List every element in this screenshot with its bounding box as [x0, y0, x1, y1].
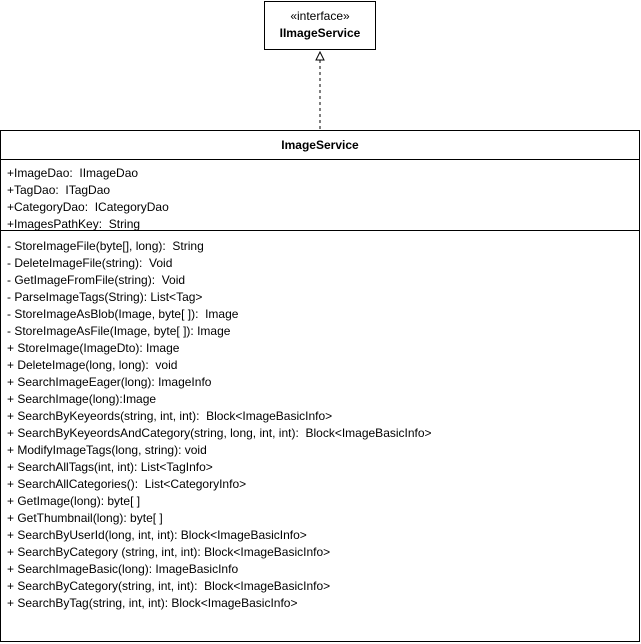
method-row: + SearchByCategory(string, int, int): Bl… — [7, 579, 331, 593]
interface-name: IImageService — [279, 26, 361, 40]
method-row: + GetThumbnail(long): byte[ ] — [7, 511, 163, 525]
method-row: - StoreImageAsBlob(Image, byte[ ]): Imag… — [7, 307, 239, 321]
method-row: + SearchImage(long):Image — [7, 392, 157, 406]
method-row: + SearchImageEager(long): ImageInfo — [7, 375, 212, 389]
method-row: + SearchByKeyeords(string, int, int): Bl… — [7, 409, 333, 423]
method-row: - StoreImageAsFile(Image, byte[ ]): Imag… — [7, 324, 231, 338]
method-row: + SearchByKeyeordsAndCategory(string, lo… — [7, 426, 432, 440]
method-row: + SearchByCategory (string, int, int): B… — [7, 545, 331, 559]
attribute-row: +CategoryDao: ICategoryDao — [7, 200, 169, 214]
attribute-row: +TagDao: ITagDao — [7, 183, 111, 197]
method-row: - DeleteImageFile(string): Void — [7, 256, 173, 270]
method-row: + DeleteImage(long, long): void — [7, 358, 178, 372]
realization-arrowhead — [315, 50, 325, 61]
method-row: + SearchAllTags(int, int): List<TagInfo> — [7, 460, 213, 474]
attribute-row: +ImageDao: IImageDao — [7, 166, 139, 180]
interface-stereotype: «interface» — [290, 9, 350, 23]
method-row: + SearchByUserId(long, int, int): Block<… — [7, 528, 307, 542]
class-name: ImageService — [1, 131, 639, 160]
attribute-row: +ImagesPathKey: String — [7, 217, 141, 231]
method-row: + GetImage(long): byte[ ] — [7, 494, 141, 508]
attributes-compartment: +ImageDao: IImageDao +TagDao: ITagDao +C… — [1, 160, 639, 231]
method-row: - GetImageFromFile(string): Void — [7, 273, 186, 287]
method-row: + SearchImageBasic(long): ImageBasicInfo — [7, 562, 239, 576]
method-row: - ParseImageTags(String): List<Tag> — [7, 290, 203, 304]
interface-box[interactable]: «interface» IImageService — [264, 1, 376, 50]
class-box[interactable]: ImageService +ImageDao: IImageDao +TagDa… — [0, 130, 640, 642]
method-row: + SearchAllCategories(): List<CategoryIn… — [7, 477, 247, 491]
method-row: + ModifyImageTags(long, string): void — [7, 443, 207, 457]
method-row: + SearchByTag(string, int, int): Block<I… — [7, 596, 298, 610]
method-row: + StoreImage(ImageDto): Image — [7, 341, 180, 355]
methods-compartment: - StoreImageFile(byte[], long): String -… — [1, 231, 639, 612]
method-row: - StoreImageFile(byte[], long): String — [7, 239, 204, 253]
